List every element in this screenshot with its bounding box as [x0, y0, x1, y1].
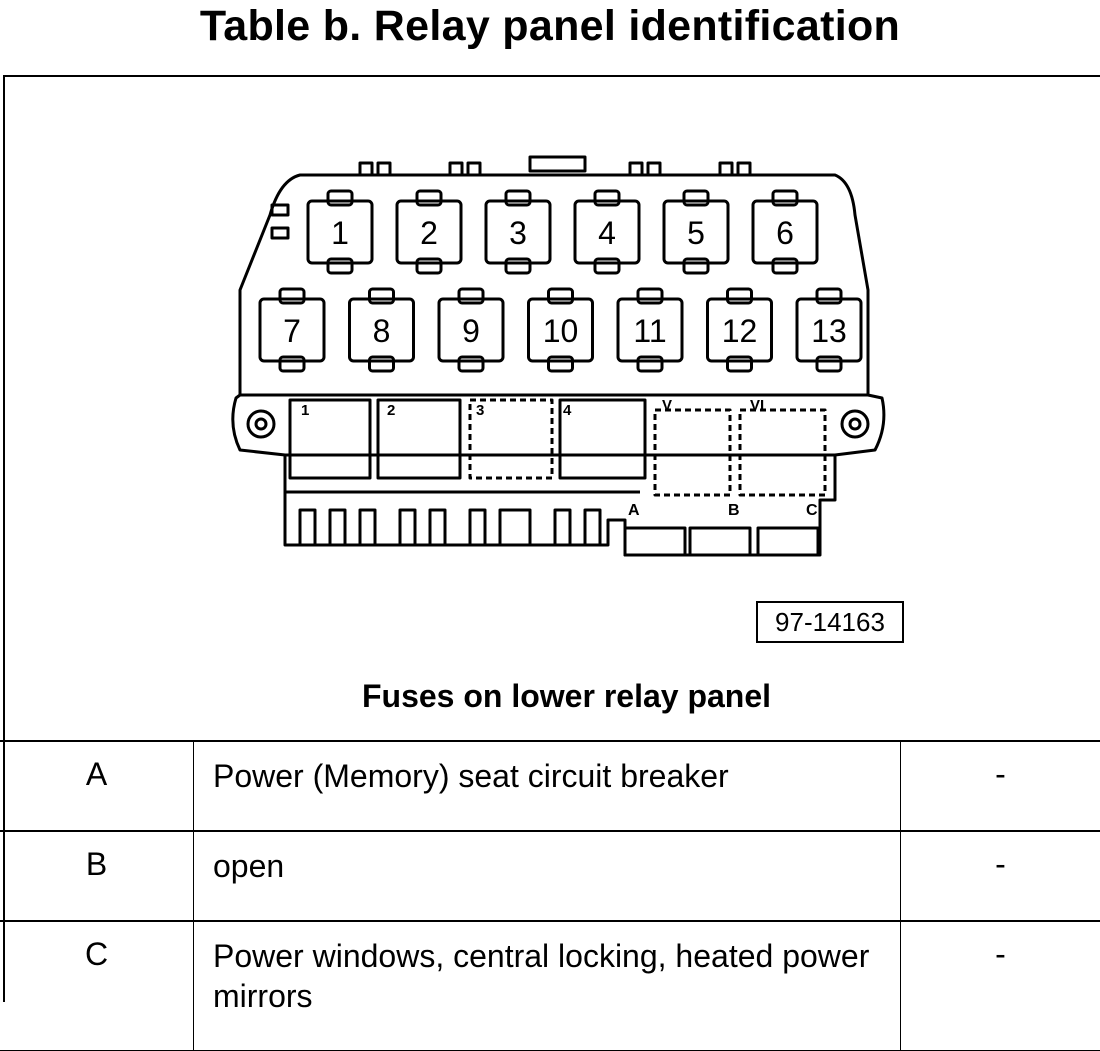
table-row: A Power (Memory) seat circuit breaker -: [0, 741, 1100, 831]
fuse-block-3-label: 3: [476, 402, 484, 419]
fuse-value: -: [901, 741, 1100, 831]
page-title: Table b. Relay panel identification: [0, 2, 1100, 51]
fuse-holder-b: [690, 528, 750, 555]
fuse-block-vi-label: VI: [750, 397, 764, 414]
relay-number: 5: [687, 215, 705, 251]
figure-id: 97-14163: [756, 601, 904, 643]
relay-number: 11: [633, 313, 666, 349]
relay-number: 2: [420, 215, 438, 251]
fuse-block-1-label: 1: [301, 402, 309, 419]
section-subtitle: Fuses on lower relay panel: [0, 678, 1100, 715]
relay-number: 12: [722, 313, 758, 349]
fuse-block-2-label: 2: [387, 402, 395, 419]
right-bolt: [842, 411, 868, 437]
fuse-block-v-label: V: [662, 397, 672, 414]
relay-number: 13: [811, 313, 847, 349]
fuse-description: Power windows, central locking, heated p…: [194, 921, 901, 1051]
fuse-id: A: [0, 741, 194, 831]
fuse-label-c: C: [806, 502, 818, 519]
relay-number: 4: [598, 215, 616, 251]
fuse-holder-c: [758, 528, 818, 555]
table-row: C Power windows, central locking, heated…: [0, 921, 1100, 1051]
fuse-block-4-label: 4: [563, 402, 572, 419]
panel-top-tab: [530, 157, 585, 171]
fuse-holder-a: [625, 528, 685, 555]
relay-number: 7: [283, 313, 301, 349]
relay-number: 9: [462, 313, 480, 349]
relay-number: 6: [776, 215, 794, 251]
relay-number: 10: [543, 313, 579, 349]
fuse-description: Power (Memory) seat circuit breaker: [194, 741, 901, 831]
relay-number: 3: [509, 215, 527, 251]
fuse-table: A Power (Memory) seat circuit breaker - …: [0, 740, 1100, 1051]
fuse-id: C: [0, 921, 194, 1051]
table-row: B open -: [0, 831, 1100, 921]
left-bolt: [248, 411, 274, 437]
fuse-value: -: [901, 831, 1100, 921]
fuse-id: B: [0, 831, 194, 921]
fuse-label-b: B: [728, 502, 740, 519]
relay-number: 8: [373, 313, 391, 349]
fuse-description: open: [194, 831, 901, 921]
relay-number: 1: [331, 215, 349, 251]
fuse-value: -: [901, 921, 1100, 1051]
fuse-label-a: A: [628, 502, 640, 519]
